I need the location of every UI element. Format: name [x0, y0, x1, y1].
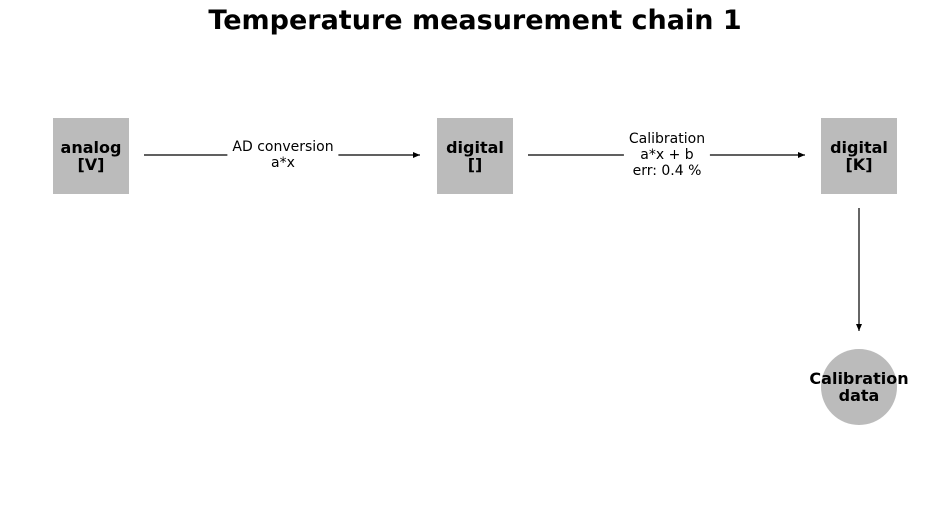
edge-label-ad-conversion-line1: AD conversion — [232, 139, 334, 155]
node-digital-raw: digital [] — [437, 118, 513, 194]
node-calibration-data-line2: data — [838, 386, 880, 405]
edge-label-calibration-line1: Calibration — [628, 131, 706, 147]
node-calibration-data-line1: Calibration — [809, 369, 909, 388]
node-analog-line1: analog — [60, 138, 122, 157]
edge-label-ad-conversion-line2: a*x — [271, 155, 295, 171]
node-digital-k-line1: digital — [830, 138, 888, 157]
node-analog: analog [V] — [53, 118, 129, 194]
node-digital-k-line2: [K] — [845, 155, 873, 174]
diagram-title: Temperature measurement chain 1 — [208, 5, 742, 36]
node-analog-line2: [V] — [77, 155, 105, 174]
node-digital-raw-line2: [] — [467, 155, 483, 174]
edge-label-calibration: Calibration a*x + b err: 0.4 % — [623, 131, 711, 179]
edge-label-calibration-line2: a*x + b — [640, 147, 694, 163]
edge-label-ad-conversion: AD conversion a*x — [227, 139, 339, 171]
edge-label-calibration-line3: err: 0.4 % — [632, 163, 702, 179]
node-calibration-data: Calibration data — [809, 349, 909, 425]
node-digital-raw-line1: digital — [446, 138, 504, 157]
node-digital-k: digital [K] — [821, 118, 897, 194]
